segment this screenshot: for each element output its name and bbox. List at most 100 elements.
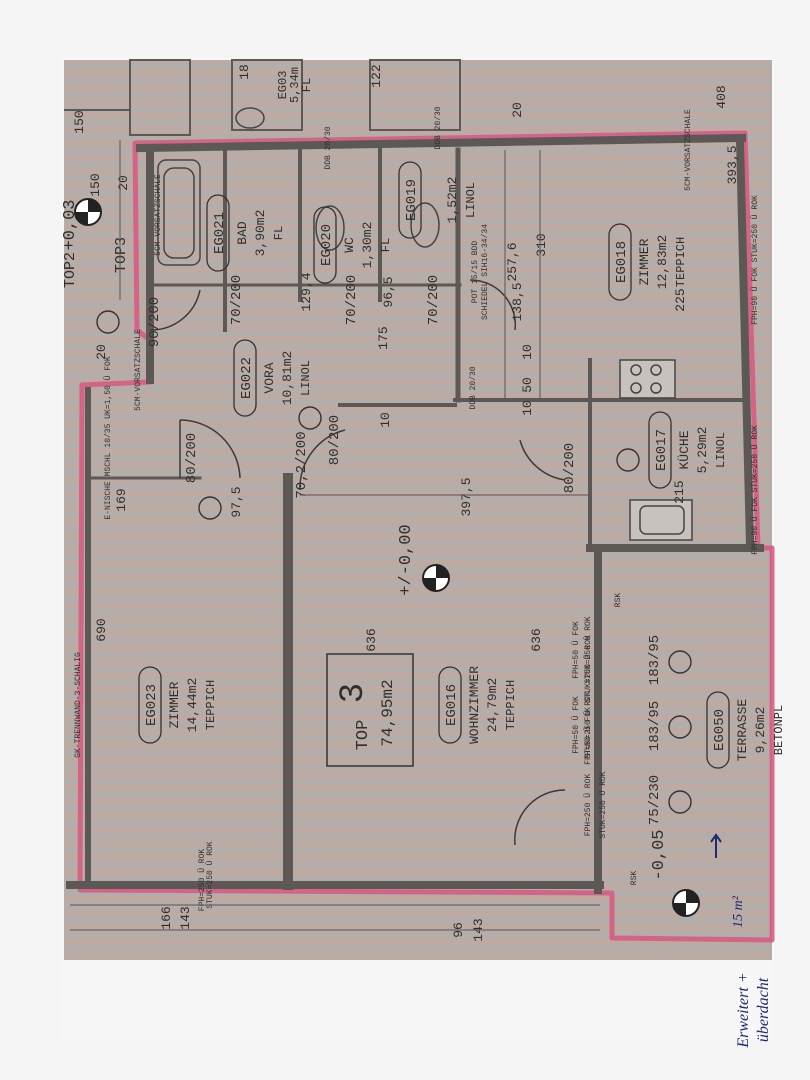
dimension-value: 50 <box>520 377 535 393</box>
room-area: 10,81m2 <box>280 351 295 406</box>
door-size: 70/200 <box>229 275 245 325</box>
wall-note: FPH=50 Ü FOK STUK=250 Ü ROK <box>584 635 593 765</box>
door-size: 80/200 <box>184 433 200 483</box>
handwritten-terrace-area: 15 m² <box>731 895 746 928</box>
dimension-value: 636 <box>364 628 379 651</box>
dimension-value: 20 <box>510 102 525 118</box>
neighbor-room-code: EG03 <box>276 71 290 100</box>
handwritten-note-line2: überdacht <box>755 977 772 1042</box>
wall-note: RSK <box>614 593 623 608</box>
room-code: EG020 <box>319 224 335 266</box>
dimension-value: 257,6 <box>505 242 520 281</box>
room-area: 1,30m2 <box>360 222 375 269</box>
room-area: 14,44m2 <box>185 678 200 733</box>
dimension-value: 310 <box>534 233 549 256</box>
room-code: EG022 <box>239 357 255 399</box>
dimension-value: 690 <box>94 618 109 641</box>
door-size: 75/230 <box>647 775 663 825</box>
room-code: EG023 <box>144 684 160 726</box>
wall-note: FPH=250 Ü ROK <box>198 849 207 912</box>
wall-note: DDB 20/30 <box>324 126 333 169</box>
handwritten-arrow <box>710 833 722 858</box>
wall-note: E-NISCHE MSCHL 10/35 UK=1,50 Ü FOK <box>104 356 113 519</box>
wall-note: STUK=250 Ü ROK <box>206 841 215 908</box>
unit-area: 74,95m2 <box>379 679 397 746</box>
dimension-value: 143 <box>178 906 193 929</box>
level-marker-terrace <box>672 889 700 917</box>
dimension-value: 636 <box>529 628 544 651</box>
dimension-value: 97,5 <box>229 486 244 517</box>
wall-note: STUK=250 Ü ROK <box>584 691 593 758</box>
wall-note: 5CM-VORSATZSCHALE <box>154 174 163 256</box>
handwritten-note-line1: Erweitert + <box>735 972 752 1048</box>
room-floor: FL <box>379 238 393 252</box>
wall-note: 5CM-VORSATZSCHALE <box>684 109 693 191</box>
door-size: 70,2/200 <box>294 431 310 498</box>
dimension-value: 215 <box>672 480 687 503</box>
dimension-value: 175 <box>376 326 391 349</box>
neighbor-room-area: 5,34m <box>288 67 302 103</box>
room-name: WOHNZIMMER <box>467 666 482 744</box>
room-code-badge <box>608 223 632 301</box>
door-size: 70/200 <box>344 275 360 325</box>
dimension-value: 225 <box>673 288 688 311</box>
room-name: BAD <box>235 221 250 245</box>
top-neighbor-label-2: TOP2 <box>62 252 79 288</box>
room-floor: FL <box>272 226 286 240</box>
wall-note: RSK <box>630 871 639 886</box>
room-area: 3,90m2 <box>253 210 268 257</box>
dimension-lines <box>70 140 600 931</box>
handwritten-annotations: 15 m² Erweitert + überdacht <box>710 833 772 1049</box>
room-floor: LINOL <box>464 182 478 218</box>
room-floor: TEPPICH <box>504 680 518 730</box>
unit-box <box>326 653 414 767</box>
top-neighbor-label: TOP3 <box>113 237 130 273</box>
room-code-badge <box>233 339 257 417</box>
walls <box>66 133 764 894</box>
room-code: EG016 <box>444 684 460 726</box>
door-swings <box>149 279 566 846</box>
dimension-value: 397,5 <box>459 477 474 516</box>
dimension-value: 96,5 <box>381 276 396 307</box>
room-area: 24,79m2 <box>485 678 500 733</box>
wall-note: FPH=50 Ü FOK <box>572 696 581 754</box>
wall-note: DDB 20/30 <box>469 366 478 409</box>
wall-note: SCHIEDEL SIH16-34/34 <box>481 224 490 320</box>
dimension-value: 18 <box>237 64 252 80</box>
room-code-badge <box>648 411 672 489</box>
room-code-badge <box>206 194 230 272</box>
dimension-value: 122 <box>369 64 384 87</box>
wall-note: STUK=250 Ü ROK <box>599 771 608 838</box>
dimension-value: 10 <box>520 344 535 360</box>
room-code: EG050 <box>712 709 728 751</box>
room-name: KÜCHE <box>677 430 692 469</box>
room-code-badge <box>313 206 337 284</box>
room-code: EG018 <box>614 241 630 283</box>
room-code-badge <box>138 666 162 744</box>
level-terrace: -0,05 <box>650 829 669 880</box>
dimension-value: 20 <box>94 344 109 360</box>
room-name: WC <box>342 237 357 253</box>
room-floor: BETONPL <box>772 705 786 755</box>
window-symbols <box>96 310 692 814</box>
unit-label: TOP <box>354 720 373 751</box>
door-size: 183/95 <box>647 701 663 751</box>
wall-note: GK-TRENNWAND-3-SCHALIG <box>74 652 83 758</box>
dimension-value: 169 <box>114 488 129 511</box>
level-top-left: +0,03 <box>61 199 80 250</box>
room-name: ZIMMER <box>167 681 182 728</box>
room-code: EG021 <box>212 212 228 254</box>
wall-note: DDB 20/30 <box>434 106 443 149</box>
dimension-value: 408 <box>714 85 729 108</box>
door-size: 70/200 <box>426 275 442 325</box>
dimension-value: 20 <box>116 175 131 191</box>
dimension-value: 138,5 <box>510 282 525 321</box>
door-size: 183/95 <box>647 635 663 685</box>
neighbor-room-floor: FL <box>300 78 314 92</box>
door-size: 80/200 <box>327 415 343 465</box>
